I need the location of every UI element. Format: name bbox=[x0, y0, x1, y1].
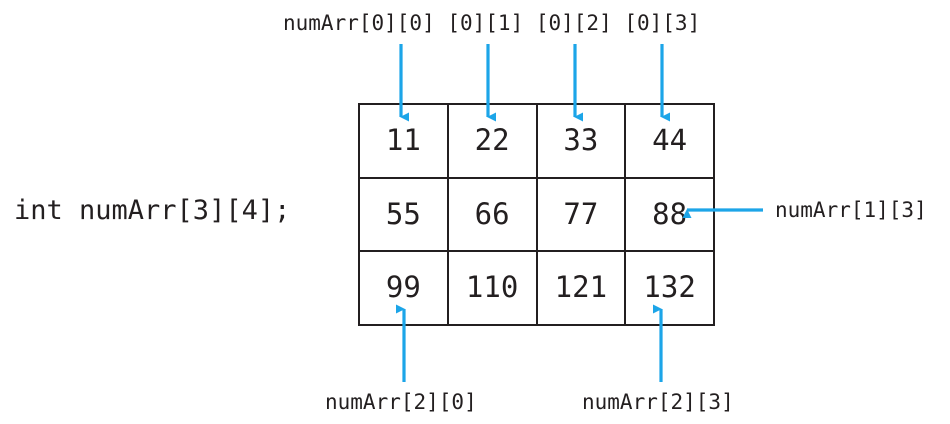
cell-1-2: 77 bbox=[535, 176, 627, 253]
cell-2-1: 110 bbox=[446, 250, 538, 326]
label-numarr-2-3: numArr[2][3] bbox=[582, 390, 734, 414]
table-row: 55 66 77 88 bbox=[358, 176, 715, 253]
label-numarr-2-0: numArr[2][0] bbox=[325, 390, 477, 414]
cell-2-0: 99 bbox=[358, 250, 449, 326]
cell-1-3: 88 bbox=[624, 176, 715, 253]
array-declaration: int numArr[3][4]; bbox=[14, 195, 291, 226]
top-index-labels: numArr[0][0] [0][1] [0][2] [0][3] bbox=[283, 11, 701, 35]
label-numarr-1-3: numArr[1][3] bbox=[775, 198, 927, 222]
cell-1-0: 55 bbox=[358, 176, 449, 253]
cell-0-1: 22 bbox=[446, 103, 538, 179]
cell-2-2: 121 bbox=[535, 250, 627, 326]
array-grid: 11 22 33 44 55 66 77 88 99 110 121 132 bbox=[358, 103, 715, 326]
cell-0-3: 44 bbox=[624, 103, 715, 179]
table-row: 99 110 121 132 bbox=[358, 250, 715, 326]
table-row: 11 22 33 44 bbox=[358, 103, 715, 179]
cell-0-2: 33 bbox=[535, 103, 627, 179]
cell-1-1: 66 bbox=[446, 176, 538, 253]
cell-2-3: 132 bbox=[624, 250, 715, 326]
cell-0-0: 11 bbox=[358, 103, 449, 179]
